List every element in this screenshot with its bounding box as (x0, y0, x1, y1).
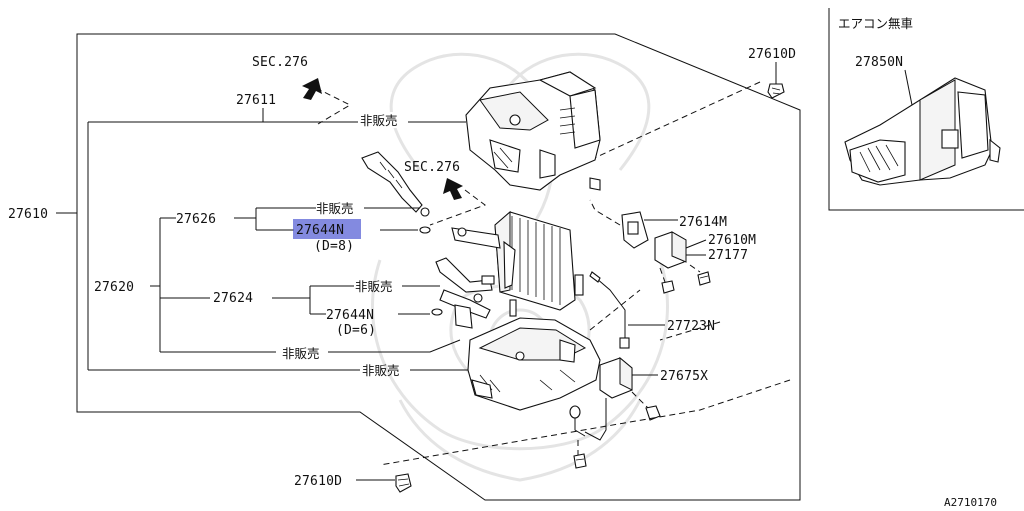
label-hisaibai-top: 非販売 (360, 113, 398, 128)
bracket-27626 (234, 207, 316, 231)
label-27644N-a: 27644N (296, 223, 344, 238)
inset-box (828, 8, 1024, 211)
label-27614M: 27614M (679, 215, 727, 230)
leader-27610M (685, 239, 707, 256)
label-sec276-mid: SEC.276 (404, 160, 460, 175)
o-ring-icon-b (431, 308, 443, 316)
label-sec276-top: SEC.276 (252, 55, 308, 70)
arrow-icon-sec276-top (302, 78, 322, 100)
label-27611: 27611 (236, 93, 276, 108)
label-27626: 27626 (176, 212, 216, 227)
bracket-27624 (272, 285, 354, 315)
leader-hisaibai-4 (328, 339, 461, 353)
part-connector (569, 405, 586, 437)
dashed-sec276-top (315, 87, 352, 125)
arrow-icon-sec276-mid (443, 178, 463, 200)
part-27610M-actuator (654, 231, 687, 269)
label-hisaibai-4: 非販売 (282, 346, 320, 361)
dashed-27614M (589, 199, 621, 226)
part-blower-housing (465, 71, 601, 191)
bolt-icon-27610D-bottom (395, 473, 412, 493)
label-27624: 27624 (213, 291, 253, 306)
screw-icon-bottom-center (573, 453, 587, 469)
label-hisaibai-3: 非販売 (355, 279, 393, 294)
screw-icon-27177 (697, 271, 711, 286)
highlight-27644N (293, 219, 361, 239)
part-27723N-sensor (589, 271, 630, 349)
screw-icon-27675X (645, 405, 661, 421)
part-evaporator (451, 210, 584, 311)
label-27610: 27610 (8, 207, 48, 222)
dashed-27675X (631, 391, 651, 411)
part-expansion-valve-pipes (435, 257, 517, 329)
part-lower-case (467, 317, 601, 411)
dashed-mid (589, 289, 641, 331)
dashed-27610D-top (589, 81, 761, 161)
label-27620: 27620 (94, 280, 134, 295)
screw-icon-27610M (661, 280, 675, 294)
reference-code: A2710170 (944, 496, 997, 509)
dashed-lower-right (379, 321, 791, 466)
bolt-icon-27610D-top (767, 83, 785, 99)
label-27177: 27177 (708, 248, 748, 263)
label-d6: (D=6) (336, 323, 376, 338)
part-27850N-duct (844, 77, 1001, 186)
o-ring-icon-a (419, 226, 431, 234)
main-outline (76, 33, 801, 501)
part-27614M-resistor (621, 211, 649, 249)
label-d8: (D=8) (314, 239, 354, 254)
bracket-27620 (150, 217, 276, 353)
part-27675X-module (584, 356, 633, 441)
inset-title: エアコン無車 (838, 16, 913, 31)
label-hisaibai-5: 非販売 (362, 363, 400, 378)
label-27610D-top: 27610D (748, 47, 796, 62)
label-27610D-bottom: 27610D (294, 474, 342, 489)
leader-27850N (904, 69, 913, 106)
label-27850N: 27850N (855, 55, 903, 70)
label-27644N-b: 27644N (326, 308, 374, 323)
dashed-27610M (659, 264, 701, 283)
label-27675X: 27675X (660, 369, 708, 384)
dashed-sec276-mid (429, 189, 487, 226)
label-hisaibai-2: 非販売 (316, 201, 354, 216)
label-27610M: 27610M (708, 233, 756, 248)
label-27723N: 27723N (667, 319, 715, 334)
